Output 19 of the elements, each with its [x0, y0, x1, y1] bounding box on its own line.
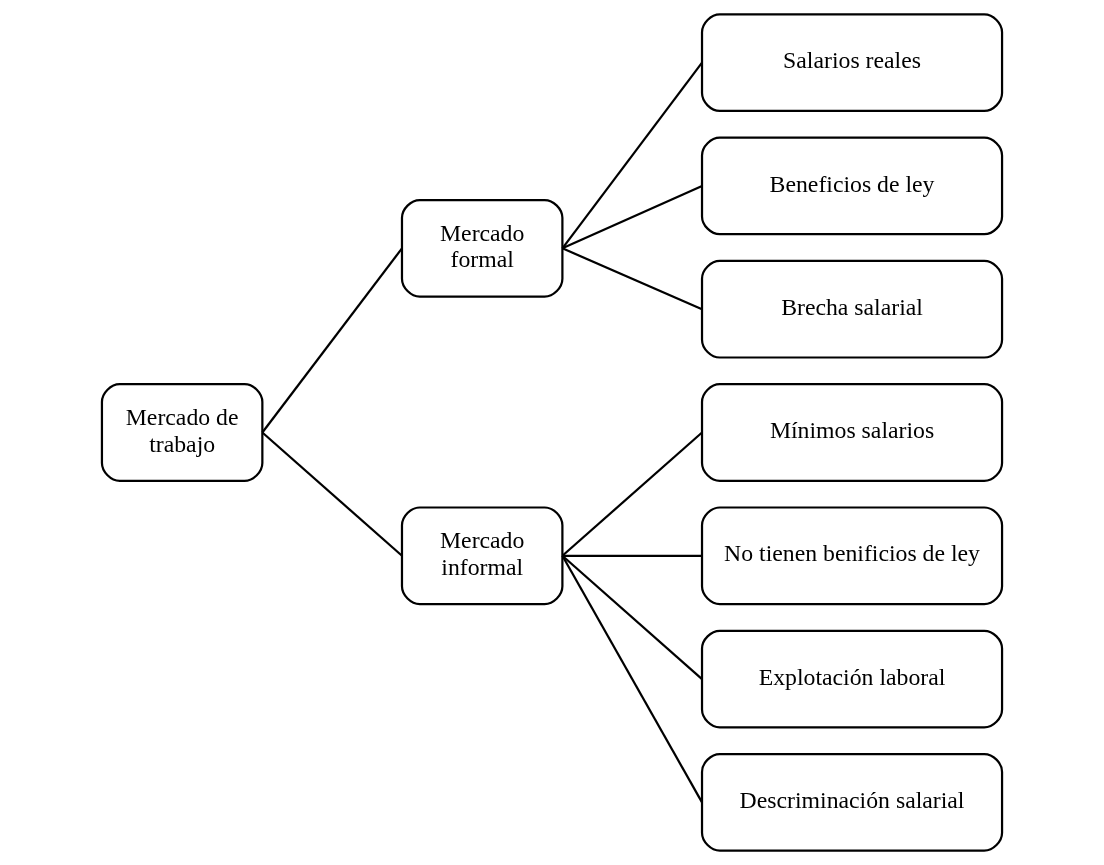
node-box: No tienen benificios de ley: [700, 506, 1004, 606]
node-box: Explotación laboral: [700, 629, 1004, 729]
node-box: Mercado formal: [400, 198, 564, 298]
connector: [261, 247, 403, 434]
node-box: Beneficios de ley: [700, 136, 1004, 236]
connector: [561, 431, 703, 557]
connector: [561, 184, 703, 250]
node-box: Brecha salarial: [700, 259, 1004, 359]
connector: [561, 61, 703, 249]
connector: [561, 554, 703, 680]
node-box: Mínimos salarios: [700, 383, 1004, 482]
node-box: Mercado de trabajo: [100, 383, 264, 482]
node-box: Descriminación salarial: [700, 752, 1004, 852]
connector: [561, 247, 703, 311]
connector: [562, 554, 702, 557]
connector: [261, 431, 403, 557]
connector: [561, 555, 703, 803]
node-box: Salarios reales: [700, 13, 1004, 113]
node-box: Mercado informal: [400, 506, 564, 606]
